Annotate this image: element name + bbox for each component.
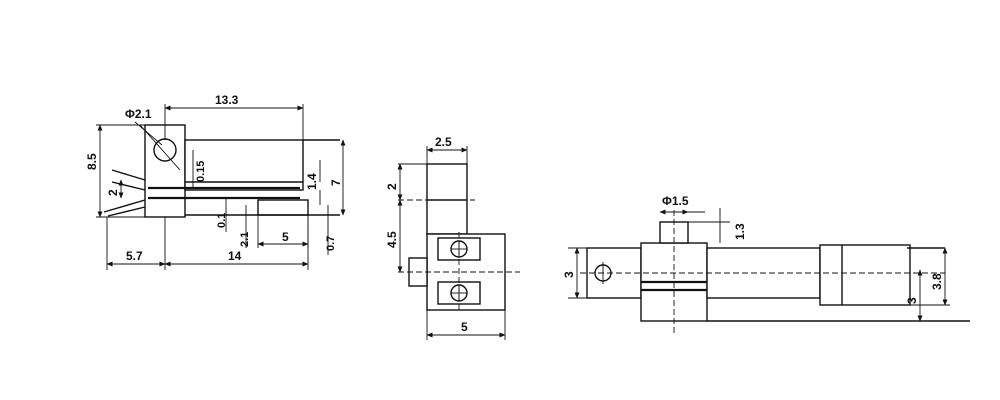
dim-pin-dia: Φ1.5 [662, 194, 689, 208]
dim-5-front: 5 [461, 320, 468, 334]
front-top-block [426, 163, 468, 235]
dim-3-right: 3 [905, 297, 919, 304]
dim-2-5: 2.5 [435, 135, 452, 149]
front-view: 2.5 2 4.5 5 [385, 135, 520, 340]
bottom-view: Φ1.5 1.3 3 3.8 3 [562, 194, 970, 335]
side-leads [103, 169, 146, 217]
dim-4-5: 4.5 [385, 231, 399, 248]
dim-2-front: 2 [385, 183, 399, 190]
side-body-upper [144, 124, 186, 218]
dim-lead-gap: 2 [106, 189, 120, 196]
dim-hole-dia: Φ2.1 [125, 107, 152, 121]
dim-1-3: 1.3 [733, 223, 747, 240]
side-lever [257, 199, 309, 216]
dim-5-side: 5 [282, 230, 289, 244]
bottom-left-tab [586, 247, 642, 299]
dim-5-7: 5.7 [126, 249, 143, 263]
dim-0-1: 0.1 [216, 213, 228, 228]
dim-1-4: 1.4 [305, 173, 319, 190]
dim-0-15: 0.15 [195, 161, 207, 182]
dim-2-1: 2.1 [239, 232, 251, 247]
dim-13-3: 13.3 [215, 93, 239, 107]
dim-7: 7 [329, 179, 343, 186]
dim-3-8: 3.8 [930, 273, 944, 290]
dim-0-7: 0.7 [325, 236, 337, 251]
bottom-end-block [819, 244, 911, 306]
dim-8-5: 8.5 [85, 153, 99, 170]
dim-3-left: 3 [562, 271, 576, 278]
dim-14: 14 [228, 249, 242, 263]
side-view: 13.3 Φ2.1 8.5 2 0.15 1.4 7 0.1 2.1 5 [85, 93, 346, 270]
